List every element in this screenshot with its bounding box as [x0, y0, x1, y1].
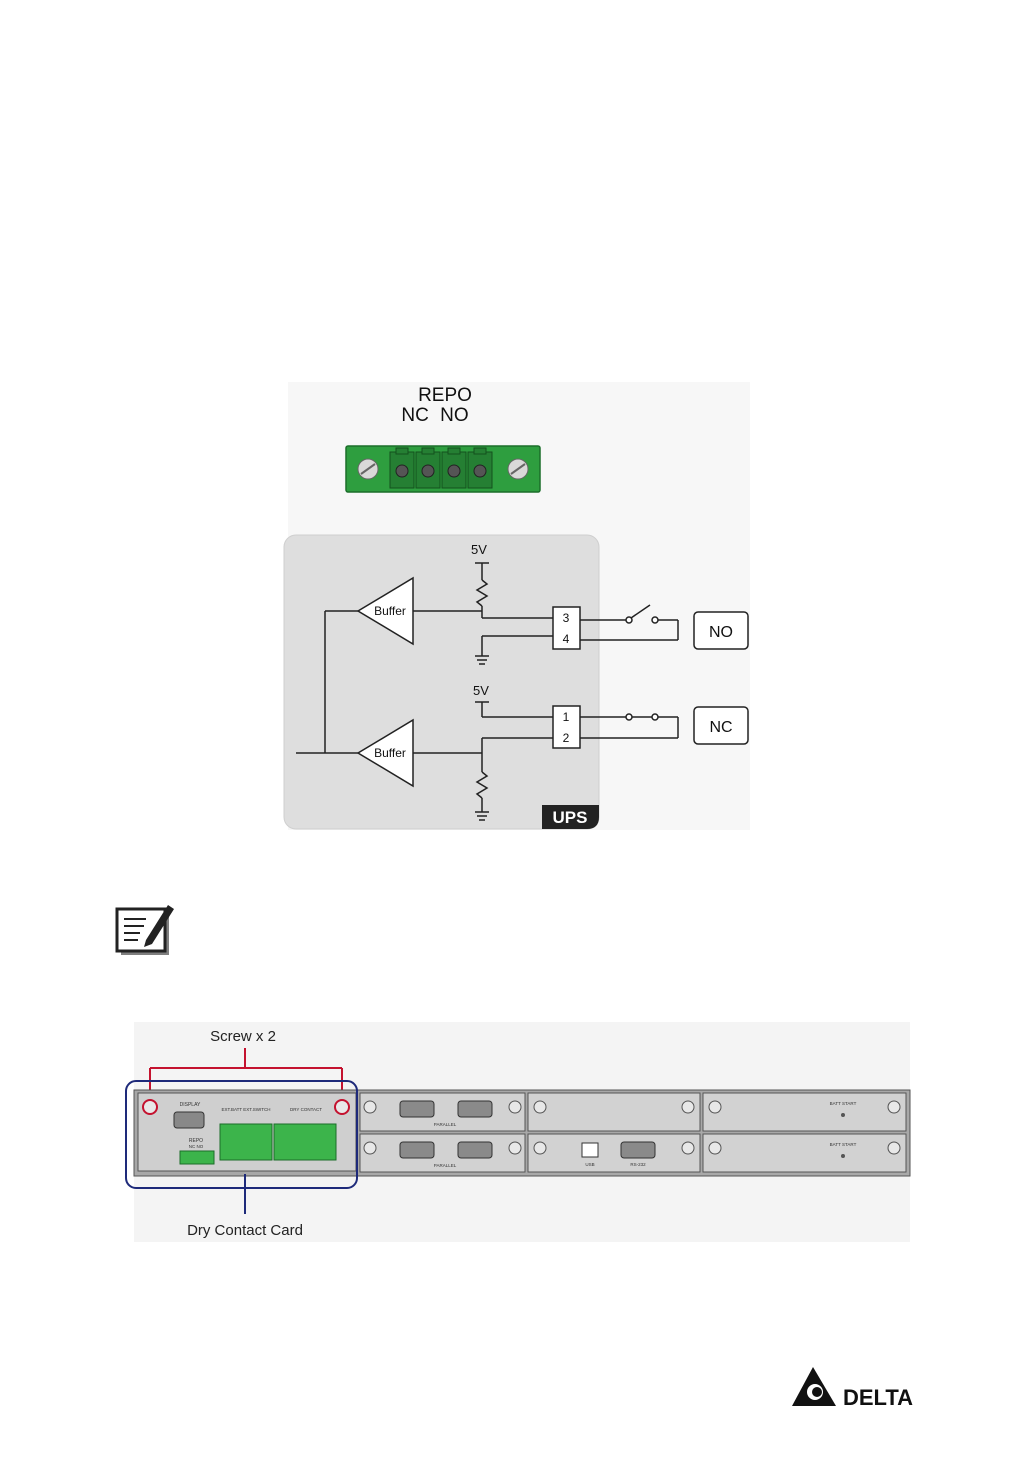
repo-pin-2: [416, 448, 440, 488]
repo-terminal-block: [346, 446, 540, 492]
delta-wordmark: DELTA: [843, 1385, 913, 1410]
dry-contact-callout-label: Dry Contact Card: [187, 1222, 303, 1239]
svg-text:DISPLAY: DISPLAY: [180, 1102, 201, 1108]
svg-text:3: 3: [563, 611, 570, 625]
delta-logo: DELTA: [792, 1367, 913, 1410]
ups-internal-panel: [284, 535, 599, 829]
svg-text:NC: NC: [709, 719, 732, 736]
svg-text:DRY CONTACT: DRY CONTACT: [290, 1107, 322, 1112]
terminal-1-2: 1 2: [553, 706, 580, 748]
svg-text:RS-232: RS-232: [630, 1162, 646, 1167]
buffer-top-label: Buffer: [374, 604, 406, 618]
screw-callout-label: Screw x 2: [210, 1028, 276, 1045]
battery-slot-bottom: BATT START: [703, 1134, 906, 1172]
svg-text:BATT START: BATT START: [830, 1142, 857, 1147]
contact-no-box: NO: [694, 612, 748, 649]
svg-text:BATT START: BATT START: [830, 1101, 857, 1106]
note-icon: [117, 905, 174, 955]
dry-contact-card: DISPLAY REPO NC NO EXT.BATT EXT.SWITCH D…: [138, 1093, 356, 1171]
svg-text:2: 2: [563, 731, 570, 745]
parallel-slot-top: PARALLEL: [360, 1093, 525, 1131]
svg-text:EXT.BATT EXT.SWITCH: EXT.BATT EXT.SWITCH: [221, 1107, 270, 1112]
svg-text:USB: USB: [585, 1162, 594, 1167]
svg-text:PARALLEL: PARALLEL: [434, 1163, 457, 1168]
contact-nc-box: NC: [694, 707, 748, 744]
repo-pin-4: [468, 448, 492, 488]
svg-text:PARALLEL: PARALLEL: [434, 1122, 457, 1127]
repo-pin-1: [390, 448, 414, 488]
repo-pin-3: [442, 448, 466, 488]
supply-bottom-label: 5V: [473, 683, 489, 698]
svg-text:NO: NO: [709, 624, 733, 641]
blank-slot-top: [528, 1093, 700, 1131]
svg-text:1: 1: [563, 710, 570, 724]
svg-text:4: 4: [563, 632, 570, 646]
ups-badge: UPS: [542, 805, 599, 829]
svg-text:UPS: UPS: [553, 808, 588, 827]
supply-top-label: 5V: [471, 542, 487, 557]
battery-slot-top: BATT START: [703, 1093, 906, 1131]
terminal-3-4: 3 4: [553, 607, 580, 649]
svg-text:NC NO: NC NO: [189, 1144, 204, 1149]
usb-rs232-slot: USB RS-232: [528, 1134, 700, 1172]
buffer-bottom-label: Buffer: [374, 746, 406, 760]
parallel-slot-bottom: PARALLEL: [360, 1134, 525, 1172]
